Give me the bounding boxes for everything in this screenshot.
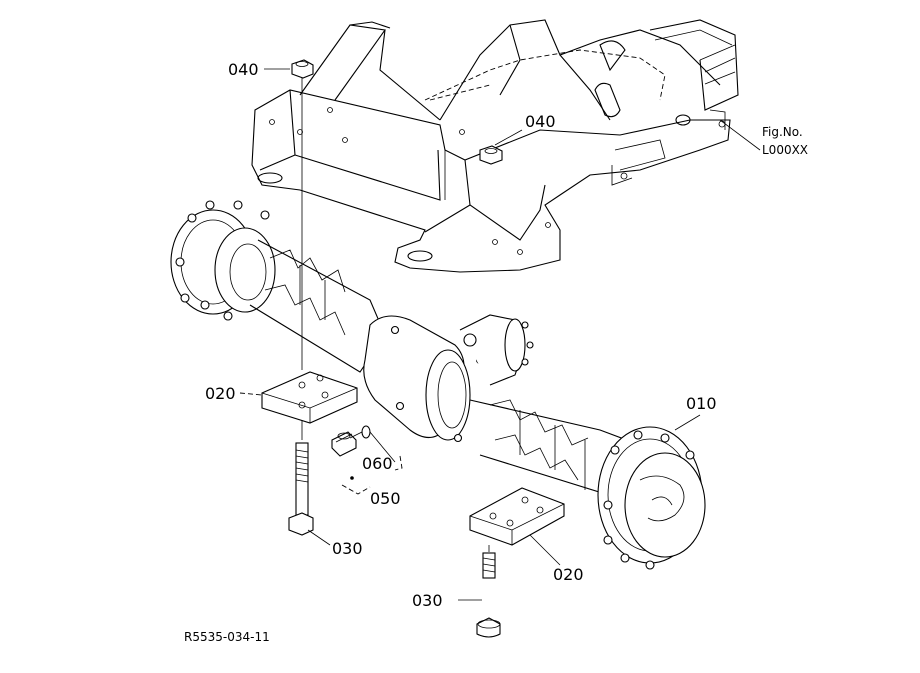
nut-top-center — [479, 145, 503, 165]
bolt-bottom — [476, 545, 501, 638]
callout-oring: 060 — [362, 454, 393, 473]
leader-fig-ref — [719, 119, 761, 151]
leader-060 — [369, 431, 396, 463]
front-frame — [251, 19, 739, 273]
nut-top-left — [291, 59, 314, 370]
callout-nut-top-center: 040 — [525, 112, 556, 131]
callout-axle-assembly: 010 — [686, 394, 717, 413]
pad-right — [469, 487, 565, 546]
leader-020-right — [529, 534, 561, 566]
callout-pad-right: 020 — [553, 565, 584, 584]
leader-020-left — [239, 392, 263, 396]
leader-010 — [674, 414, 701, 431]
fig-ref-line2: L000XX — [762, 143, 808, 157]
callout-pad-left: 020 — [205, 384, 236, 403]
oring — [361, 425, 371, 439]
callout-nut-top-left: 040 — [228, 60, 259, 79]
callout-bolt-left: 030 — [332, 539, 363, 558]
callout-fitting-assembly: 050 — [370, 489, 401, 508]
leader-030-left — [307, 529, 331, 546]
callout-bolt-bottom: 030 — [412, 591, 443, 610]
leader-040-center — [494, 129, 523, 146]
fitting — [331, 431, 363, 457]
fig-ref-line1: Fig.No. — [762, 125, 803, 139]
axle-housing — [170, 200, 706, 570]
bracket-050 — [341, 484, 371, 495]
drawing-code: R5535-034-11 — [184, 630, 270, 644]
dot-marker — [350, 476, 354, 480]
pad-left — [261, 371, 358, 424]
bracket-060 — [394, 455, 403, 471]
bolt-left — [288, 420, 314, 536]
